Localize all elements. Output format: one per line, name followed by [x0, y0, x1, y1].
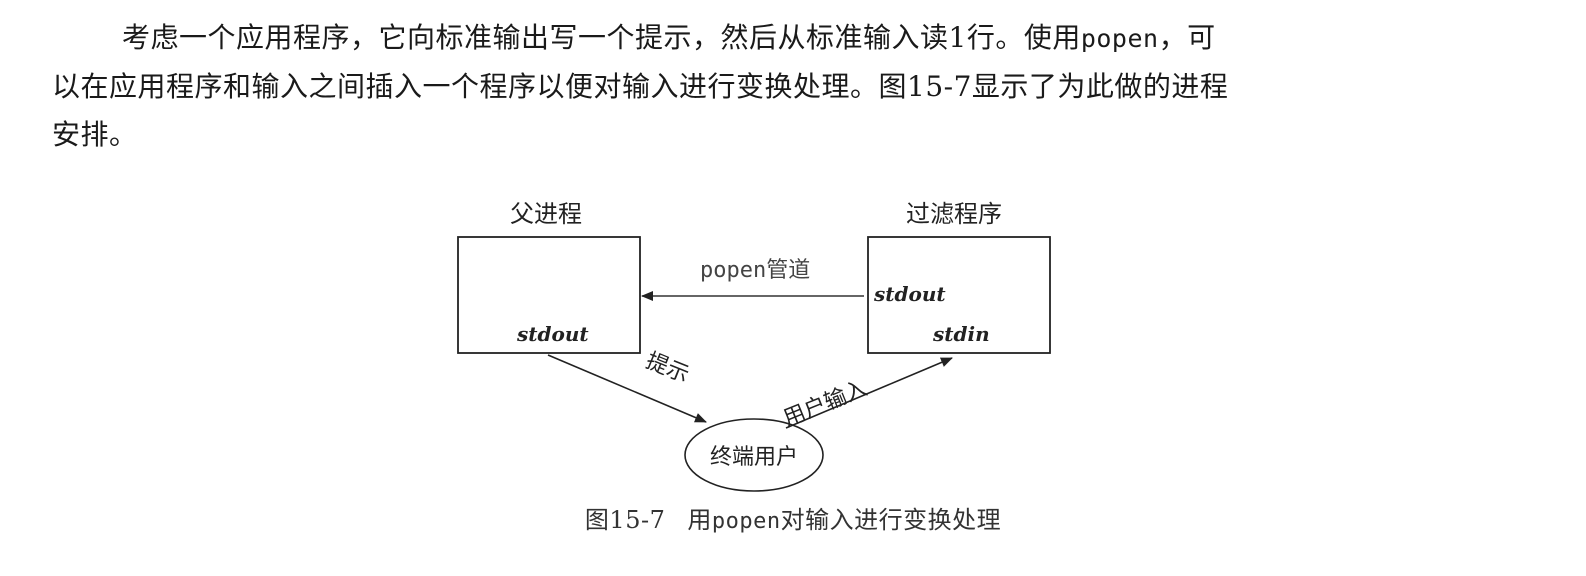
parent-process-box: [457, 236, 641, 354]
popen-code: popen: [1080, 24, 1159, 53]
prompt-label: 提示: [642, 349, 692, 389]
caption-text-post: 对输入进行变换处理: [780, 506, 1002, 534]
end-user-ellipse: [684, 418, 824, 492]
prompt-arrow: [547, 354, 707, 423]
parent-process-label: 父进程: [510, 200, 582, 228]
caption-code: popen: [711, 509, 781, 534]
paragraph-line-1-tail: ，可: [1158, 21, 1216, 54]
paragraph-line-1: 考虑一个应用程序，它向标准输出写一个提示，然后从标准输入读1行。使用popen，…: [52, 14, 1532, 63]
filter-stdin-label: stdin: [932, 322, 990, 346]
caption-text-pre: 用: [687, 506, 712, 534]
filter-stdout-label: stdout: [873, 282, 946, 306]
paragraph-line-3: 安排。: [52, 118, 138, 151]
paragraph-line-2: 以在应用程序和输入之间插入一个程序以便对输入进行变换处理。图15-7显示了为此做…: [52, 70, 1229, 103]
popen-pipe-label: popen管道: [700, 258, 810, 283]
user-input-arrow: [785, 357, 953, 429]
process-diagram: 父进程 stdout 过滤程序 stdout stdin popen管道 提示 …: [457, 200, 1051, 492]
filter-program-box: [867, 236, 1051, 354]
figure-number: 图15-7: [584, 506, 666, 534]
paragraph-line-1-text: 考虑一个应用程序，它向标准输出写一个提示，然后从标准输入读1行。使用: [122, 21, 1081, 54]
filter-program-label: 过滤程序: [906, 200, 1002, 228]
parent-stdout-label: stdout: [516, 322, 589, 346]
popen-pipe-text: 管道: [766, 258, 810, 283]
end-user-label: 终端用户: [710, 445, 798, 470]
figure-caption: 图15-7 用popen对输入进行变换处理: [0, 500, 1586, 535]
body-paragraph: 考虑一个应用程序，它向标准输出写一个提示，然后从标准输入读1行。使用popen，…: [52, 14, 1532, 159]
popen-pipe-code: popen: [700, 258, 766, 283]
user-input-label: 用户输入: [780, 376, 871, 432]
